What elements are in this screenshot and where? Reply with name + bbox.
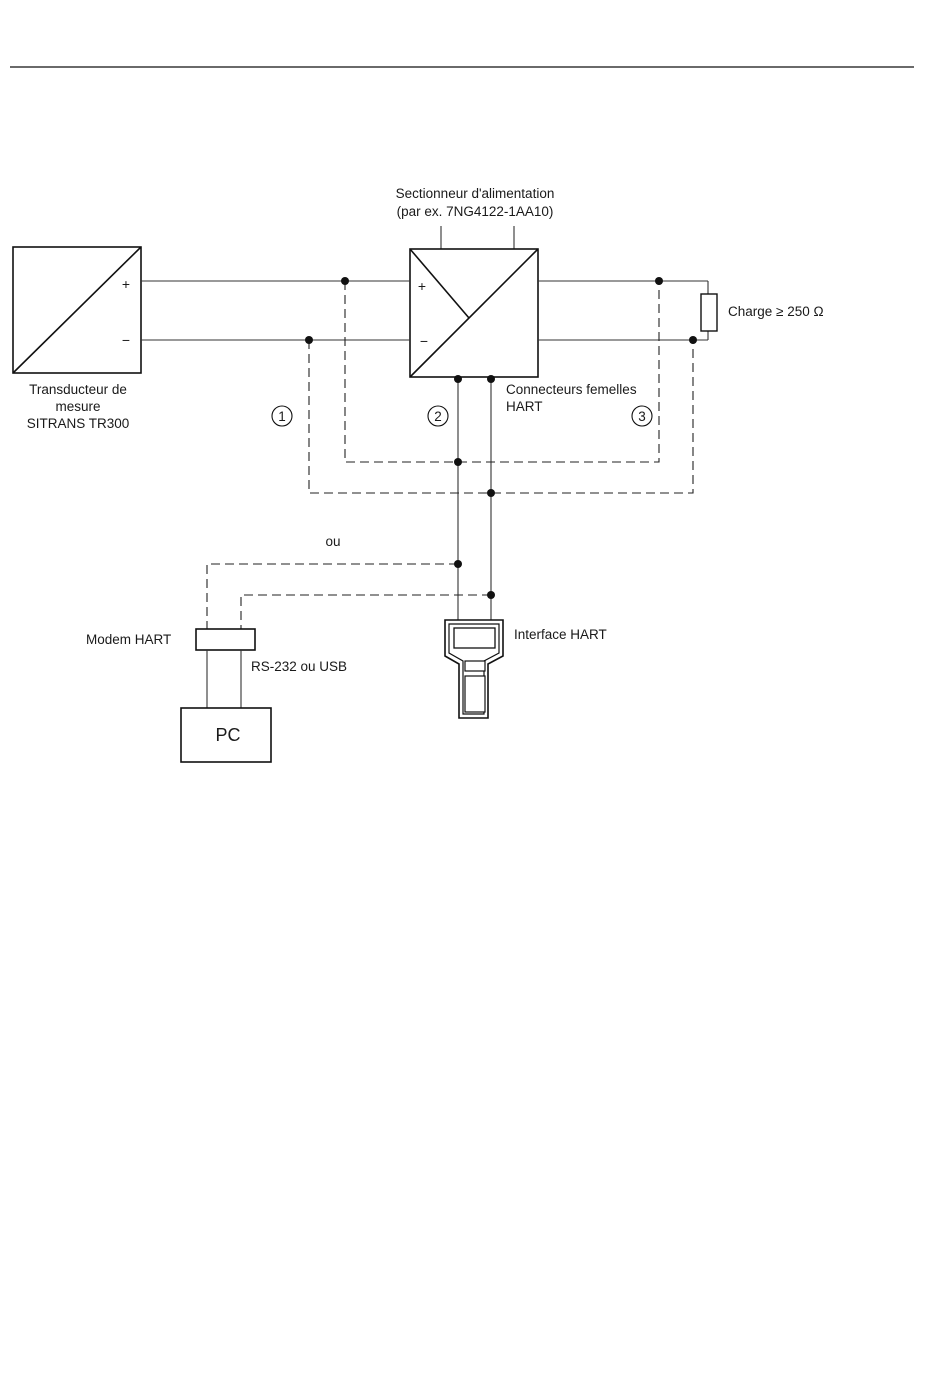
supply-isolator-block: + − [410,249,538,377]
marker-1: 1 [272,406,292,426]
transmitter-block: + − [13,247,141,373]
marker-3: 3 [632,406,652,426]
isolator-label-2: (par ex. 7NG4122-1AA10) [397,204,554,219]
hart-modem [196,629,255,650]
svg-text:3: 3 [638,409,646,424]
svg-text:2: 2 [434,409,442,424]
hart-communicator-icon [445,620,503,718]
marker-2: 2 [428,406,448,426]
transmitter-label-1: Transducteur de [29,382,127,397]
hart-modem-label: Modem HART [86,632,171,647]
rs232-label: RS-232 ou USB [251,659,347,674]
load-resistor [701,294,717,331]
isolator-minus-symbol: − [420,333,428,349]
hart-sockets-label-2: HART [506,399,543,414]
load-label: Charge ≥ 250 Ω [728,304,824,319]
hart-sockets-label-1: Connecteurs femelles [506,382,637,397]
transmitter-label-3: SITRANS TR300 [27,416,130,431]
transmitter-label-2: mesure [55,399,100,414]
svg-text:1: 1 [278,409,286,424]
isolator-label-1: Sectionneur d'alimentation [396,186,555,201]
transmitter-minus-symbol: − [122,332,130,348]
or-label: ou [325,534,340,549]
pc-label: PC [215,725,240,745]
transmitter-plus-symbol: + [122,276,130,292]
isolator-plus-symbol: + [418,278,426,294]
hart-interface-label: Interface HART [514,627,607,642]
